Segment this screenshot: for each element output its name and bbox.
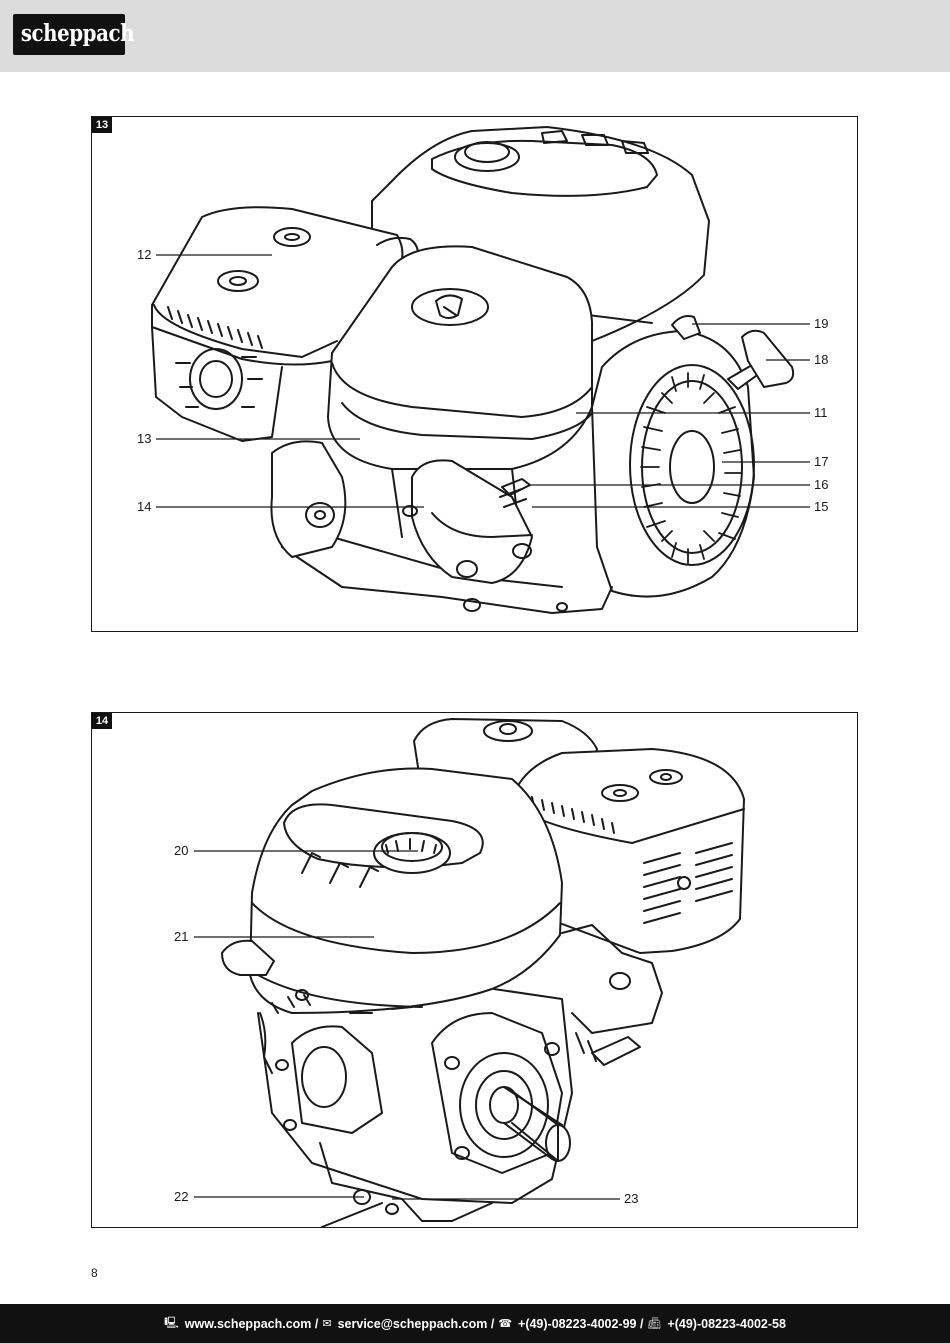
callout-14: 14 [137,499,152,514]
callout-16: 16 [814,477,829,492]
callout-22: 22 [174,1189,189,1204]
mail-icon: ✉ [322,1318,332,1330]
figure-13: 13 12 13 14 19 18 11 17 16 15 [91,116,858,632]
page-header: scheppach [0,0,950,72]
page-number: 8 [91,1266,98,1280]
callout-leader-lines [194,850,620,1200]
callout-21: 21 [174,929,189,944]
callout-17: 17 [814,454,829,469]
callout-19: 19 [814,316,829,331]
callout-11: 11 [814,405,828,420]
scheppach-logo: scheppach [13,14,135,55]
footer-website[interactable]: www.scheppach.com / [184,1316,319,1331]
footer-phone: +(49)-08223-4002-99 / [518,1316,644,1331]
engine-side-view-drawing [151,126,795,614]
computer-icon: 🖳︎ [164,1317,179,1329]
figure-14: 14 20 21 22 23 [91,712,858,1228]
callout-leader-lines [156,254,810,508]
telephone-icon: ☎ [498,1318,513,1330]
callout-15: 15 [814,499,829,514]
fax-icon: 📠︎ [647,1318,662,1330]
callout-12: 12 [137,247,152,262]
engine-front-view-drawing [221,718,745,1228]
figure-number: 14 [92,713,112,729]
callout-20: 20 [174,843,189,858]
figure-number: 13 [92,117,112,133]
callout-13: 13 [137,431,152,446]
callout-18: 18 [814,352,829,367]
page-footer: 🖳︎ www.scheppach.com / ✉ service@scheppa… [0,1304,950,1343]
footer-email[interactable]: service@scheppach.com / [337,1316,495,1331]
callout-23: 23 [624,1191,639,1206]
footer-fax: +(49)-08223-4002-58 [667,1316,786,1331]
logo-text: scheppach [20,20,135,47]
